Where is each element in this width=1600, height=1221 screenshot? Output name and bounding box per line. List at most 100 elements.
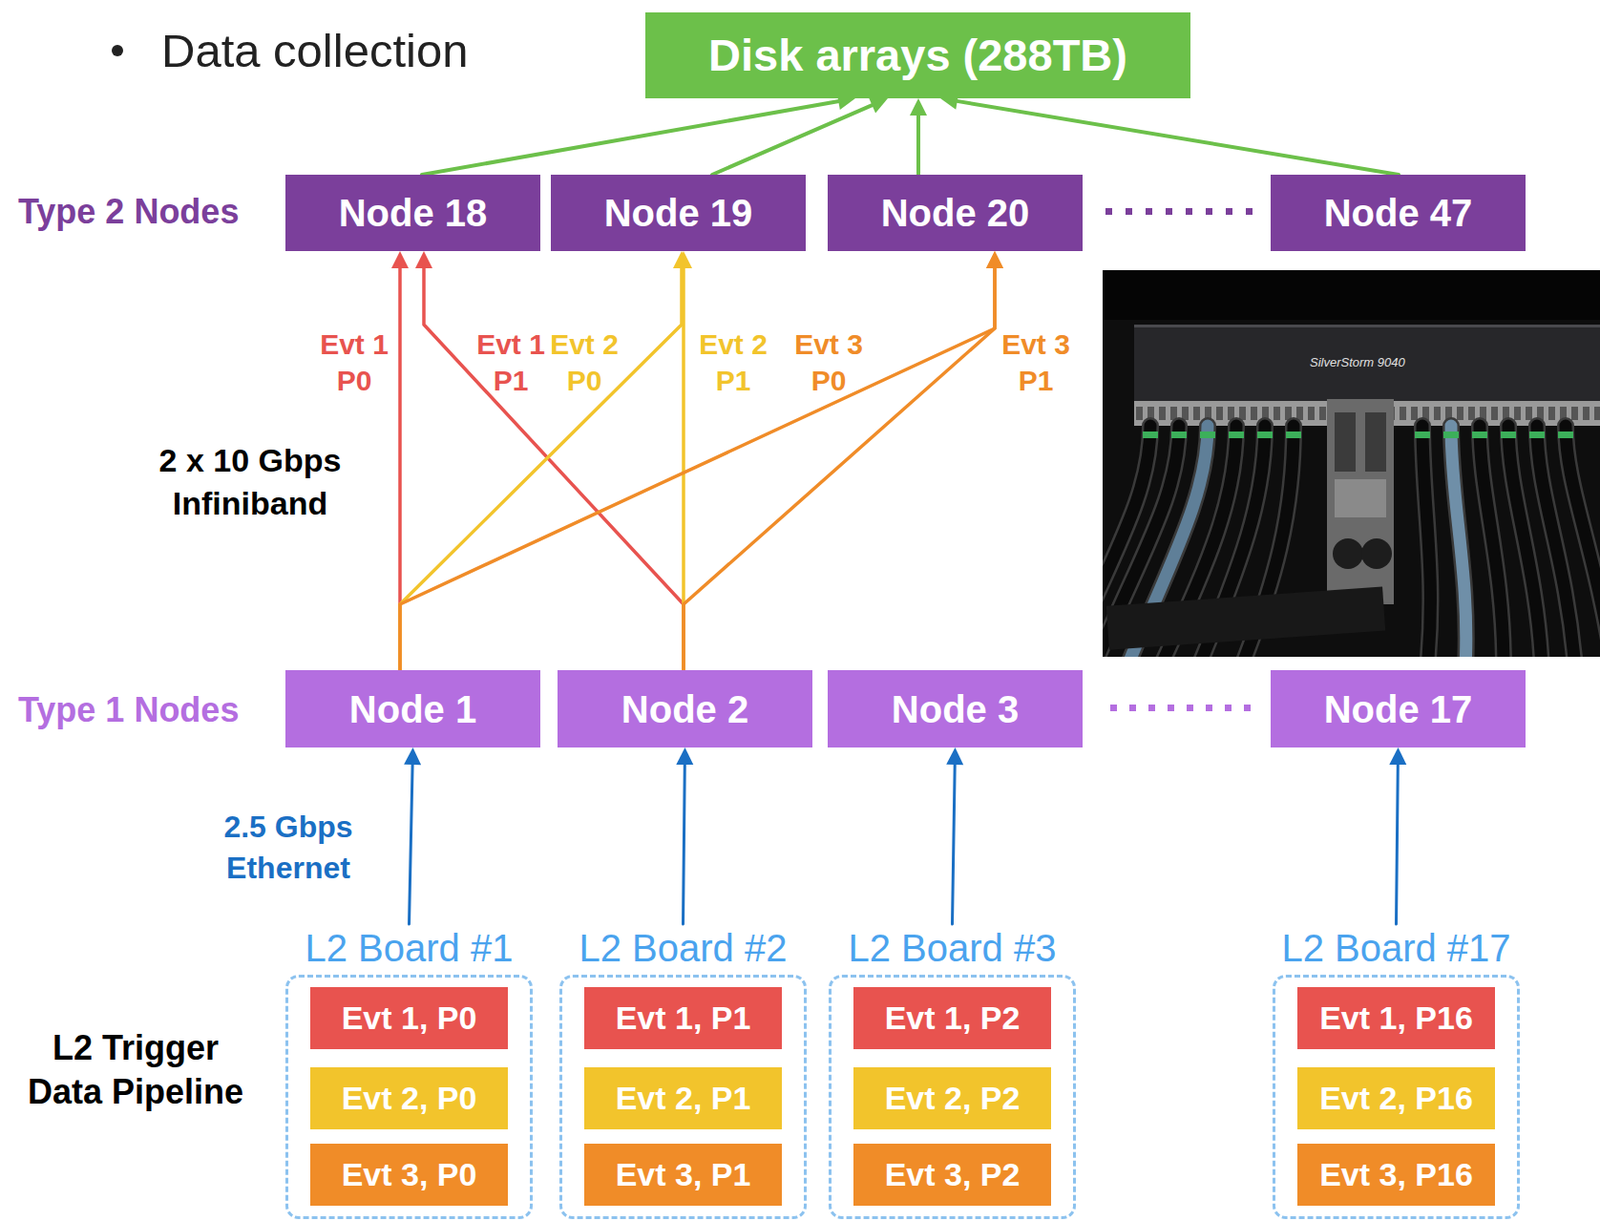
board-heading: L2 Board #2 [559,924,807,972]
event-packet-box: Evt 2, P16 [1297,1067,1495,1130]
node-label: Evt 2, P1 [615,1079,752,1117]
board-heading: L2 Board #3 [828,924,1076,972]
ring [1414,431,1431,439]
dot [1245,208,1253,215]
cables [1102,425,1600,657]
edge-label: Evt 2 P0 [541,326,628,400]
connector-line [1396,762,1399,925]
node-label: Evt 3, P0 [341,1156,478,1194]
dot [1225,208,1233,215]
dot [1129,704,1137,712]
connector-line [955,101,1399,175]
velcro-strap [1106,587,1387,651]
ellipsis-dots [1110,704,1251,712]
edge-label: Evt 1 P1 [467,326,554,400]
connector-line [683,266,995,671]
node-label: Node 47 [1324,190,1474,235]
ring [1171,431,1187,439]
ring [1200,431,1216,439]
event-packet-box: Evt 1, P2 [853,987,1052,1050]
node-label: Evt 3, P16 [1319,1156,1474,1194]
dot [1205,208,1213,215]
module-panel [1334,479,1387,518]
node-label: Evt 2, P16 [1319,1079,1474,1117]
event-packet-box: Evt 2, P0 [310,1067,508,1130]
connector-line [400,266,682,671]
ring [1443,431,1459,439]
node-label: Evt 1, P2 [884,999,1021,1037]
dot [1186,704,1194,712]
dot [1167,704,1175,712]
node-label: Evt 1, P16 [1319,999,1474,1037]
rack-shadow [1102,270,1600,320]
bullet-dot [111,44,124,57]
switch-chassis [1134,324,1600,401]
connector-line [423,266,684,671]
l2-board-group: L2 Board #17Evt 1, P16Evt 2, P16Evt 3, P… [1272,924,1520,1221]
event-packet-box: Evt 1, P0 [310,987,508,1050]
photo-logo-text: SilverStorm 9040 [1309,355,1406,371]
cable-rings [1142,431,1574,439]
ring [1228,431,1244,439]
l2-board-group: L2 Board #1 Evt 1, P0 Evt 2, P0 Evt 3, P0 [285,924,533,1221]
ring [1529,431,1545,439]
connector-line [952,762,956,925]
connector [1389,747,1407,925]
connector [400,251,1004,671]
module-slot [1334,412,1356,472]
edge-label: Evt 3 P1 [992,326,1079,400]
cable [1479,425,1504,657]
power-socket [1361,538,1392,569]
ellipsis-dots [1105,208,1253,215]
connector [940,92,1399,175]
node-label: Evt 1, P0 [341,999,478,1037]
edge-label: Evt 2 P1 [690,326,777,400]
dot [1185,208,1193,215]
dot [1125,208,1133,215]
event-packet-box: Evt 1, P1 [584,987,782,1050]
switch-photo [1102,270,1600,657]
l2-board-group: L2 Board #2 Evt 1, P1 Evt 2, P1 Evt 3, P1 [559,924,807,1221]
cable [1451,425,1467,657]
event-packet-box: Evt 1, P16 [1297,987,1495,1050]
connector [415,251,684,671]
dot [1243,704,1251,712]
dot [1224,704,1232,712]
type2-node-box: Node 20 [827,174,1083,252]
node-label: Node 19 [604,190,754,235]
connector [683,251,1004,671]
cable [1422,425,1431,657]
bullet-heading: Data collection [161,21,468,81]
node-label: Node 17 [1324,687,1474,732]
row-label: L2 Trigger Data Pipeline [16,1026,255,1115]
board-heading: L2 Board #17 [1272,924,1520,972]
cable-outlines [1102,425,1600,657]
node-label: Evt 2, P2 [884,1079,1021,1117]
connector-line [421,101,841,175]
edge-label: Evt 3 P0 [785,326,872,400]
ring [1557,431,1574,439]
ring [1142,431,1158,439]
dot [1105,208,1113,215]
row-label: Type 2 Nodes [18,190,239,233]
connector [403,747,422,925]
node-label: Node 1 [349,687,477,732]
node-label: Node 2 [621,687,749,732]
type2-node-box: Node 47 [1270,174,1526,252]
connector [400,251,691,671]
type1-node-box: Node 2 [557,670,813,748]
type1-node-box: Node 1 [285,670,541,748]
node-label: Node 3 [891,687,1019,732]
edge-label: Evt 1 P0 [311,326,398,400]
event-packet-box: Evt 3, P16 [1297,1143,1495,1206]
link-label: 2.5 Gbps Ethernet [197,806,379,889]
board-heading: L2 Board #1 [285,924,533,972]
node-label: Evt 3, P1 [615,1156,752,1194]
type2-node-box: Node 18 [285,174,541,252]
dot [1205,704,1213,712]
ring [1472,431,1488,439]
event-packet-box: Evt 3, P1 [584,1143,782,1206]
connector [675,747,694,925]
dot [1148,704,1156,712]
